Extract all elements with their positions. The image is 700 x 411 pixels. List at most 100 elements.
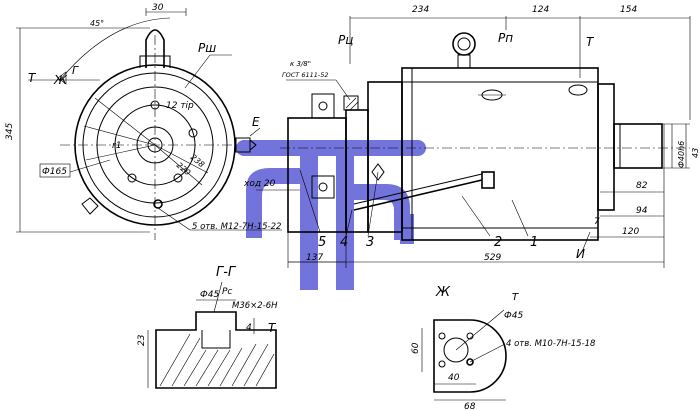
leader-1: [511, 199, 529, 237]
bolt-circle: [114, 104, 196, 186]
section-gg-hatching: [159, 333, 275, 387]
center-boss-circle: [136, 126, 174, 164]
section-gg-outline: [155, 311, 277, 389]
hatch-gg-5: [207, 349, 231, 387]
part-4-top-plug: [343, 95, 359, 111]
output-shaft: [613, 123, 663, 169]
leader-3: [367, 171, 379, 237]
housing-inner-circle: [82, 72, 228, 218]
cover-mid-block: [311, 175, 335, 199]
part-label-1: 1: [530, 235, 538, 250]
label-zh: Ж: [53, 73, 68, 87]
label-holes: 5 отв. М12-7Н-15-22: [192, 222, 281, 232]
eye-bolt-inner: [457, 37, 471, 51]
hatch-gg-6: [219, 347, 243, 387]
plug-hatch-1: [345, 97, 357, 109]
label-thread: к 3/8": [290, 60, 311, 68]
label-rsh: Рш: [198, 41, 216, 55]
eye-bolt-ring: [452, 32, 476, 56]
radial-line-1: [94, 97, 156, 146]
watermark-logo: [236, 140, 426, 290]
dim-154: 154: [620, 5, 637, 15]
foot-bracket: [81, 197, 99, 215]
label-dia165: Ф165: [42, 167, 67, 177]
leader-i: [581, 231, 591, 253]
label-pn: Рп: [498, 31, 513, 45]
top-post: [145, 29, 165, 68]
top-post-base: [139, 55, 171, 68]
angle-arc: [59, 17, 171, 81]
label-thread-gg: М36×2-6Н: [232, 301, 278, 311]
view-zh-hole-1: [438, 332, 446, 340]
label-g: Г: [72, 64, 79, 77]
cover-mid-hole: [318, 182, 328, 192]
thread-leader: [335, 79, 351, 101]
label-60: 60: [411, 342, 421, 354]
dim-82: 82: [636, 181, 648, 191]
dim-234: 234: [412, 5, 429, 15]
label-dia45-gg: Ф45: [200, 290, 219, 300]
hatch-gg-8: [243, 343, 269, 387]
section-gg-title: Г-Г: [216, 265, 237, 280]
part-label-4: 4: [340, 235, 348, 250]
hatch-gg-9: [255, 353, 275, 387]
label-238: 238: [189, 153, 206, 170]
end-flange: [597, 83, 615, 211]
part-label-5: 5: [318, 235, 326, 250]
radial-line-3: [85, 144, 156, 161]
holes-leader: [157, 207, 191, 231]
view-zh-outline: [433, 319, 507, 393]
label-12tip: 12 тір: [166, 101, 194, 111]
watermark-shape: [236, 140, 426, 290]
part-2-tube-inner: [353, 173, 483, 205]
view-zh-bore: [443, 337, 469, 363]
dim-120: 120: [622, 227, 639, 237]
plug-hatch-2: [349, 101, 359, 111]
label-thread-std: ГОСТ 6111-52: [282, 71, 328, 79]
view-zh-hole-4: [466, 358, 474, 366]
part-2-tube: [353, 179, 483, 211]
watermark-stem-left: [300, 140, 318, 290]
cover-fitting-hole: [318, 101, 328, 111]
leader-dia45-zh: [455, 309, 505, 351]
label-dia40: Ф40h6: [677, 141, 686, 168]
label-pc: Рс: [222, 287, 232, 297]
dim-529: 529: [484, 253, 501, 263]
fitting-e-body: [235, 137, 251, 153]
leader-holes-zh: [469, 343, 506, 363]
label-68: 68: [464, 402, 476, 411]
hatch-gg-1: [159, 333, 191, 387]
label-43: 43: [691, 148, 700, 158]
dia165-frame: [39, 163, 71, 178]
label-r1: r1: [112, 141, 121, 151]
hatch-gg-2: [171, 337, 201, 387]
shaft-circle: [147, 137, 163, 153]
angle-45: 45°: [90, 19, 104, 28]
dim-345: 345: [5, 123, 15, 140]
tube-fitting: [481, 171, 495, 189]
bolt-hole-1: [150, 100, 160, 110]
hatch-gg-7: [231, 343, 257, 387]
leader-pc: [213, 281, 223, 313]
part-label-2: 2: [494, 235, 502, 250]
radial-line-2: [83, 125, 156, 146]
label-t-zh: Т: [512, 292, 519, 303]
label-t-side: Т: [586, 35, 595, 49]
label-pu: Рц: [338, 33, 353, 47]
bolt-hole-4: [127, 173, 137, 183]
dim-137: 137: [306, 253, 323, 263]
radial-line-4: [154, 144, 209, 174]
label-t-gg: Т: [268, 321, 277, 335]
bolt-hole-3: [173, 173, 183, 183]
leader-4: [345, 209, 353, 237]
watermark-left-hook: [246, 168, 300, 238]
part-3-diamond: [371, 163, 385, 181]
flange-circle: [96, 86, 214, 204]
fitting-e-leader: [249, 127, 261, 137]
section-gg: Г-Г Рс Ф45 М36×2-6Н 4 23 Т: [137, 265, 278, 389]
front-view: 30 45° 345 Т Ж Г Рш 12 тір r1 Ф165 238 2…: [5, 3, 282, 240]
label-stroke: ход 20: [243, 179, 276, 189]
radial-line-5: [154, 144, 203, 186]
watermark-right-foot: [400, 214, 414, 244]
dim-94: 94: [636, 206, 648, 216]
